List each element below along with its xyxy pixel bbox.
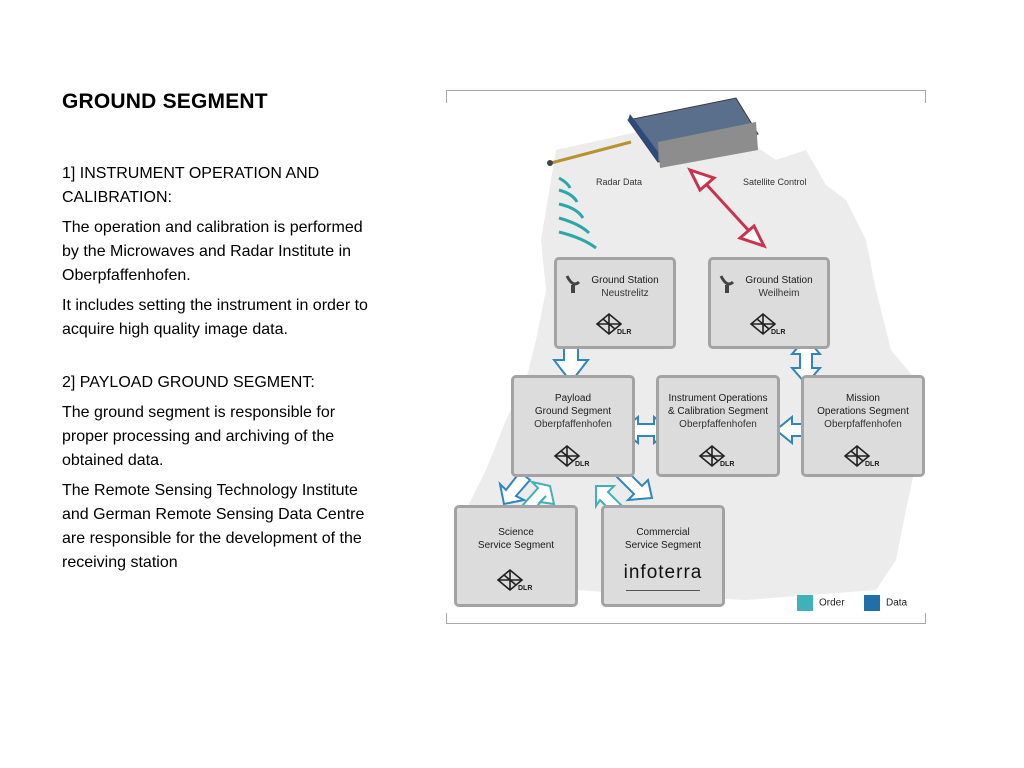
gs-neustrelitz-location: Neustrelitz: [601, 288, 649, 299]
section-2-body-1: The ground segment is responsible for pr…: [62, 404, 336, 469]
dlr-mark-text: DLR: [575, 461, 589, 468]
section-2-heading: 2] PAYLOAD GROUND SEGMENT:: [62, 374, 315, 391]
science-service-segment-box: Science Service Segment DLR: [454, 505, 578, 607]
gs-weilheim-title: Ground Station: [745, 275, 813, 286]
legend-order: Order: [797, 595, 845, 611]
radar-data-label: Radar Data: [596, 177, 643, 187]
dlr-logo-icon: DLR: [553, 444, 589, 468]
section-1-heading: 1] INSTRUMENT OPERATION AND CALIBRATION:: [62, 165, 320, 206]
radar-signal-waves: [558, 176, 597, 250]
data-arrow-payload-to-science: [498, 470, 532, 506]
section-1-body-2: It includes setting the instrument in or…: [62, 297, 368, 338]
science-subtitle: Service Segment: [477, 540, 555, 551]
germany-map-silhouette: [466, 130, 921, 600]
order-swatch: [797, 595, 813, 611]
dlr-mark-text: DLR: [865, 461, 879, 468]
antenna-icon: [565, 275, 581, 293]
dlr-mark-text: DLR: [518, 585, 532, 592]
dlr-logo-icon: DLR: [496, 568, 532, 592]
satellite-control-label: Satellite Control: [743, 177, 807, 187]
science-title: Science: [498, 527, 534, 538]
payload-title: Payload: [554, 393, 592, 404]
antenna-icon: [719, 275, 735, 293]
commercial-title: Commercial: [636, 527, 690, 538]
instrument-location: Oberpfaffenhofen: [679, 419, 757, 430]
dlr-mark-text: DLR: [771, 329, 785, 336]
frame-bottom: [446, 613, 926, 624]
section-1-body-1: The operation and calibration is perform…: [62, 219, 363, 284]
infoterra-logo-underline: [626, 590, 700, 591]
satellite-control-arrow: [687, 167, 767, 249]
gs-neustrelitz-title: Ground Station: [591, 275, 659, 286]
infoterra-logo: infoterra: [623, 562, 703, 583]
legend-data: Data: [864, 595, 907, 611]
commercial-service-segment-box: Commercial Service Segment infoterra: [601, 505, 725, 607]
section-2-body-2: The Remote Sensing Technology Institute …: [62, 482, 365, 571]
dlr-logo-icon: DLR: [843, 444, 879, 468]
mission-subtitle: Operations Segment: [817, 406, 909, 417]
legend-order-label: Order: [819, 597, 845, 609]
frame-top: [446, 90, 926, 103]
satellite-icon: [547, 97, 759, 168]
instrument-title: Instrument Operations: [668, 393, 768, 404]
slide-title: GROUND SEGMENT: [62, 90, 268, 113]
commercial-subtitle: Service Segment: [624, 540, 702, 551]
payload-subtitle: Ground Segment: [534, 406, 612, 417]
payload-location: Oberpfaffenhofen: [534, 419, 612, 430]
instrument-operations-box: Instrument Operations & Calibration Segm…: [656, 375, 780, 477]
dlr-logo-icon: DLR: [749, 312, 785, 336]
ground-station-weilheim-box: Ground Station Weilheim DLR: [708, 257, 830, 349]
text-column: GROUND SEGMENT 1] INSTRUMENT OPERATION A…: [62, 90, 382, 581]
legend-data-label: Data: [886, 597, 908, 609]
mission-title: Mission: [846, 393, 880, 404]
mission-operations-box: Mission Operations Segment Oberpfaffenho…: [801, 375, 925, 477]
dlr-logo-icon: DLR: [698, 444, 734, 468]
dlr-logo-icon: DLR: [595, 312, 631, 336]
mission-location: Oberpfaffenhofen: [824, 419, 902, 430]
dlr-mark-text: DLR: [720, 461, 734, 468]
payload-ground-segment-box: Payload Ground Segment Oberpfaffenhofen …: [511, 375, 635, 477]
instrument-subtitle: & Calibration Segment: [667, 406, 769, 417]
data-swatch: [864, 595, 880, 611]
dlr-mark-text: DLR: [617, 329, 631, 336]
gs-weilheim-location: Weilheim: [758, 288, 800, 299]
ground-station-neustrelitz-box: Ground Station Neustrelitz DLR: [554, 257, 676, 349]
ground-segment-diagram: Radar Data Satellite Control Ground Stat…: [446, 90, 926, 624]
